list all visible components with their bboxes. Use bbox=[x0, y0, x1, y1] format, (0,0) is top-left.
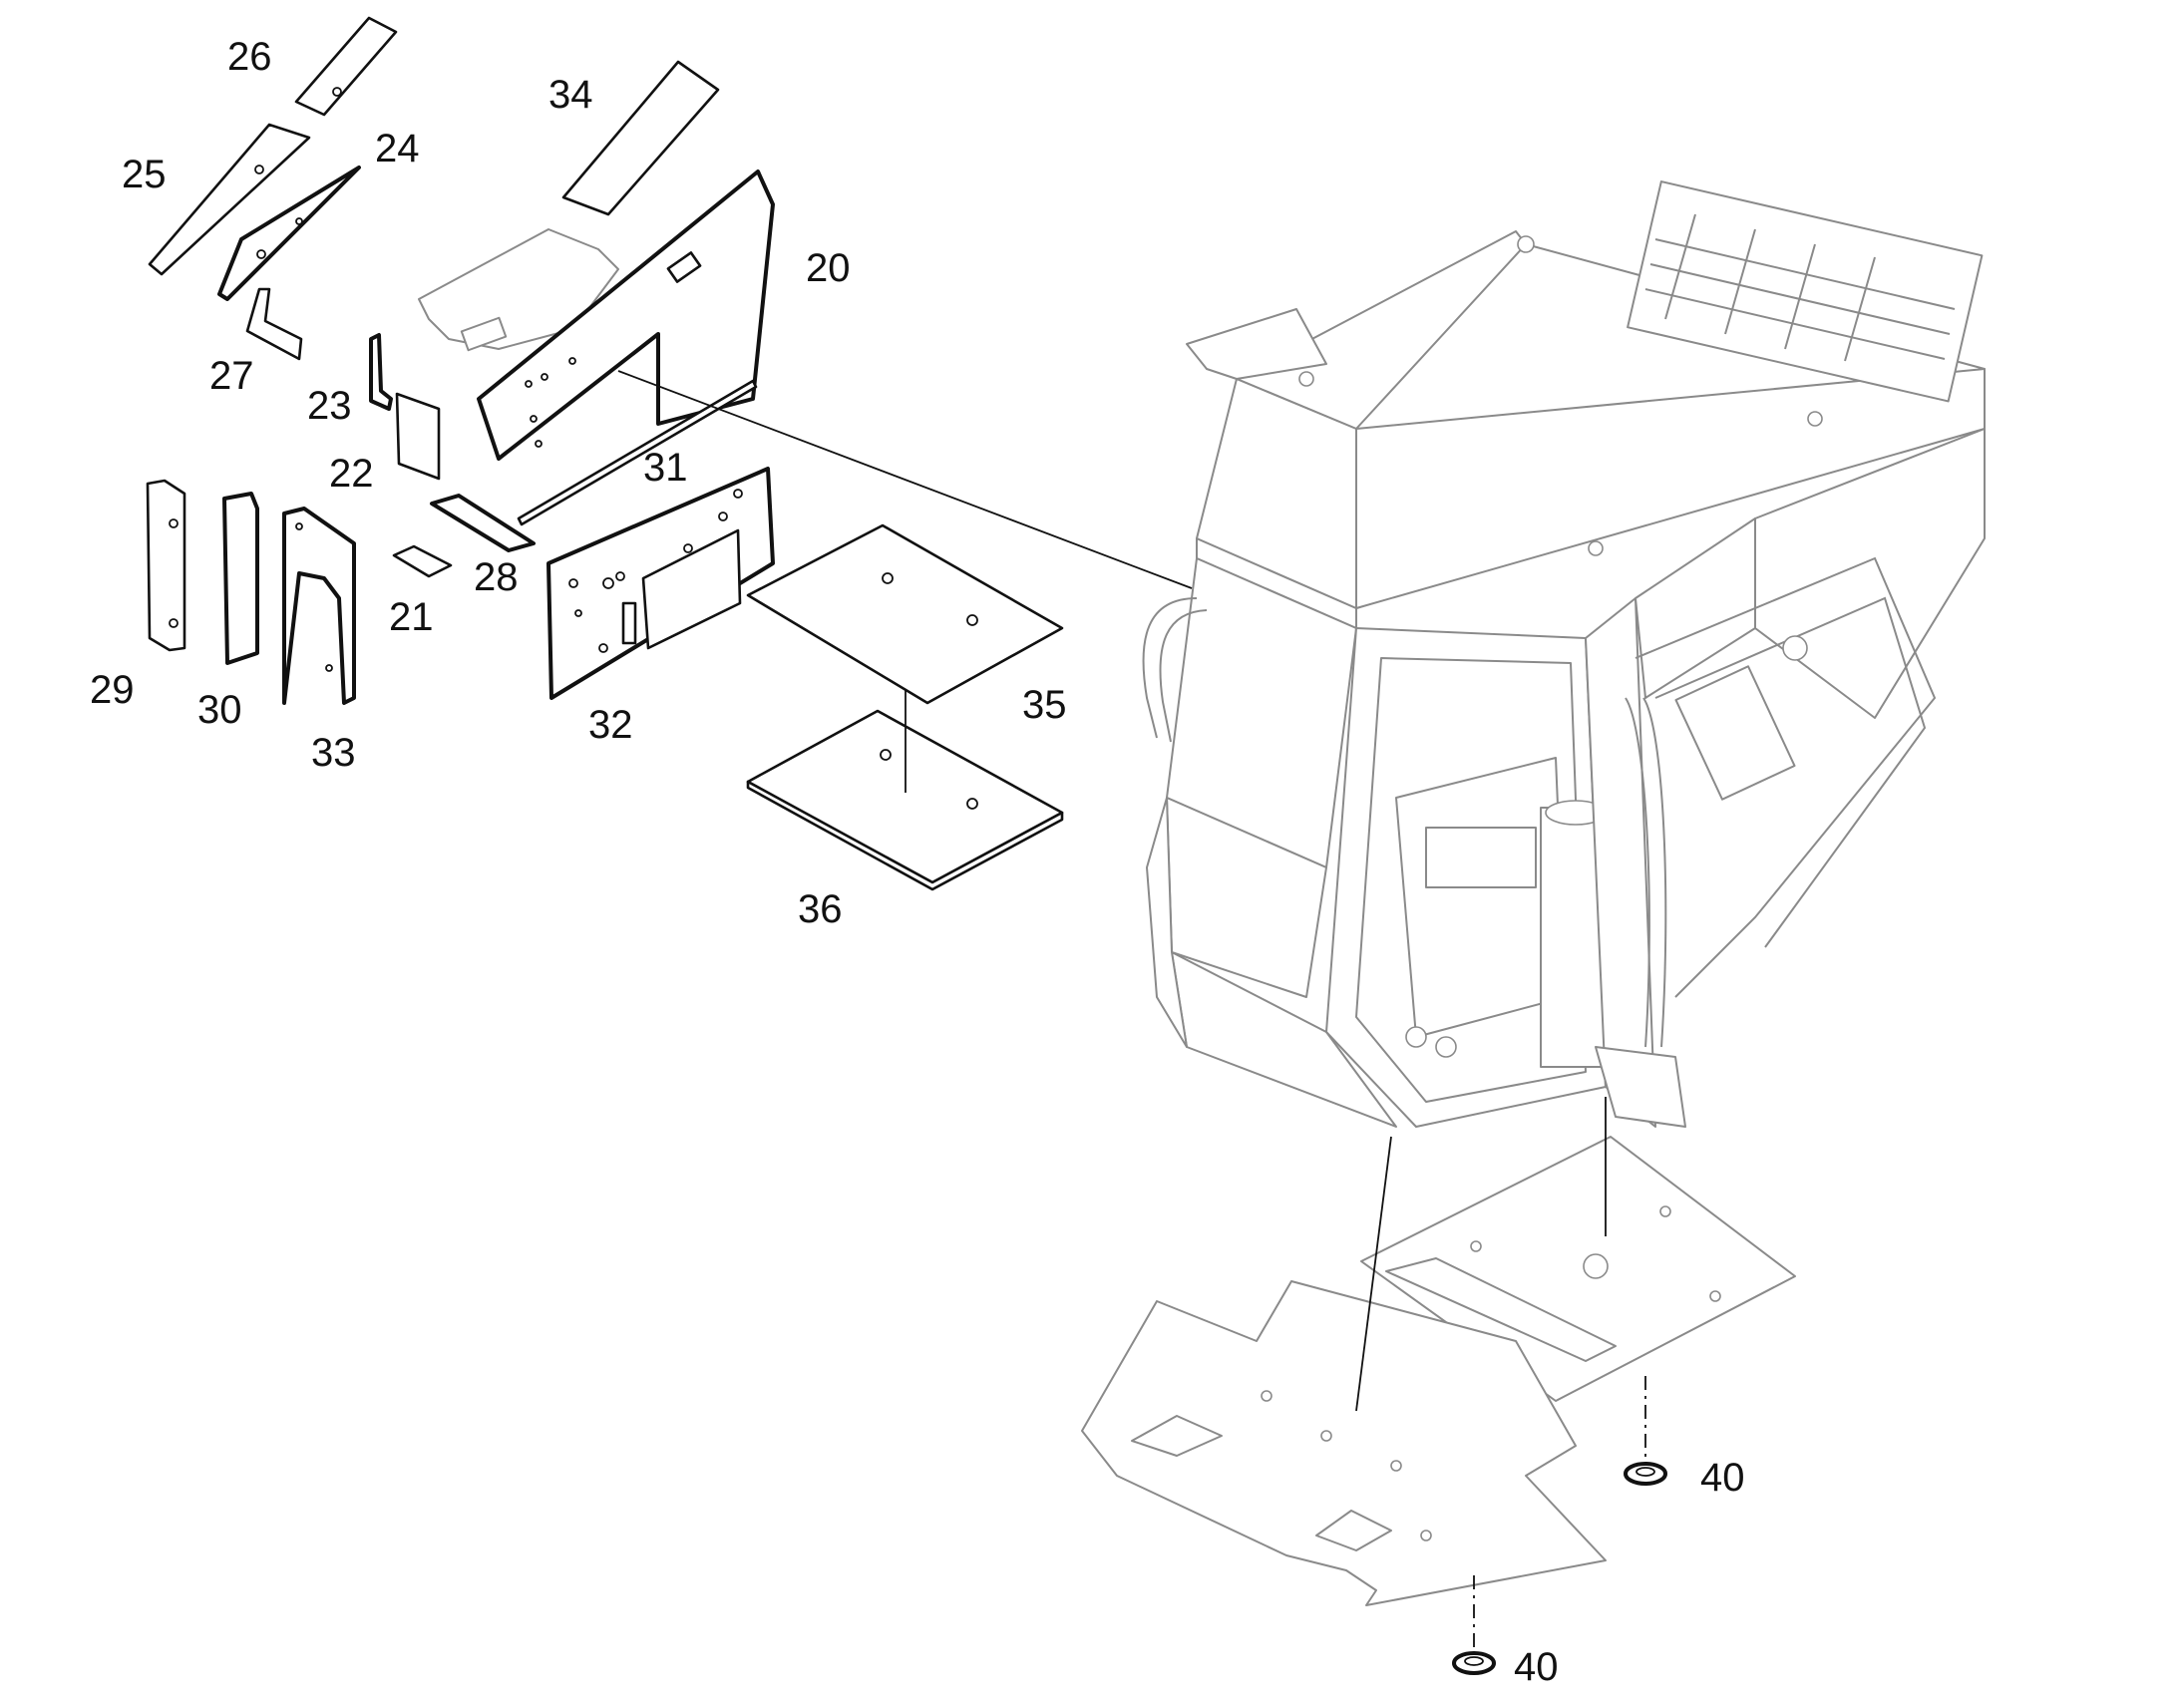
part-30-shape bbox=[222, 492, 259, 665]
callout-36: 36 bbox=[798, 887, 843, 931]
part-26-shape bbox=[294, 16, 398, 117]
callout-28: 28 bbox=[474, 555, 519, 599]
part-35-shape bbox=[746, 523, 1064, 705]
part-21-shape bbox=[392, 544, 453, 578]
washer-40-upper bbox=[1624, 1462, 1667, 1486]
callout-35: 35 bbox=[1022, 683, 1067, 727]
washer-40-lower bbox=[1452, 1651, 1496, 1675]
callout-25: 25 bbox=[122, 153, 167, 196]
callout-30: 30 bbox=[197, 688, 242, 732]
callout-34: 34 bbox=[548, 73, 593, 117]
callout-26: 26 bbox=[227, 35, 272, 79]
part-34-shape bbox=[561, 60, 720, 216]
callout-20: 20 bbox=[806, 246, 851, 290]
part-20-shape bbox=[418, 170, 775, 461]
callout-32: 32 bbox=[588, 703, 633, 747]
part-22-shape bbox=[395, 392, 441, 481]
part-32-shape bbox=[546, 467, 775, 700]
part-28-shape bbox=[430, 494, 536, 552]
part-24-shape bbox=[217, 166, 361, 301]
callout-24: 24 bbox=[375, 127, 420, 171]
cab-assembly bbox=[1142, 180, 1986, 1128]
callout-27: 27 bbox=[209, 354, 254, 398]
roof-vent-grid bbox=[1627, 180, 1984, 403]
part-36-shape bbox=[746, 709, 1064, 891]
callout-22: 22 bbox=[329, 452, 374, 496]
part-29-shape bbox=[146, 479, 186, 652]
leader-lines bbox=[617, 370, 1646, 1647]
callout-33: 33 bbox=[311, 731, 356, 775]
part-25-shape bbox=[148, 123, 311, 276]
callout-labels: 26 34 25 24 20 27 23 31 22 28 21 29 30 3… bbox=[90, 35, 1745, 1689]
part-33-shape bbox=[282, 507, 356, 705]
callout-40-lower: 40 bbox=[1514, 1645, 1559, 1689]
callout-23: 23 bbox=[307, 384, 352, 428]
callout-29: 29 bbox=[90, 668, 135, 712]
part-31-shape bbox=[517, 379, 758, 526]
callout-40-upper: 40 bbox=[1700, 1456, 1745, 1500]
part-23-shape bbox=[369, 333, 393, 411]
callout-31: 31 bbox=[643, 446, 688, 490]
part-27-shape bbox=[245, 287, 303, 361]
callout-21: 21 bbox=[389, 595, 434, 639]
floor-plates bbox=[1081, 1136, 1796, 1606]
